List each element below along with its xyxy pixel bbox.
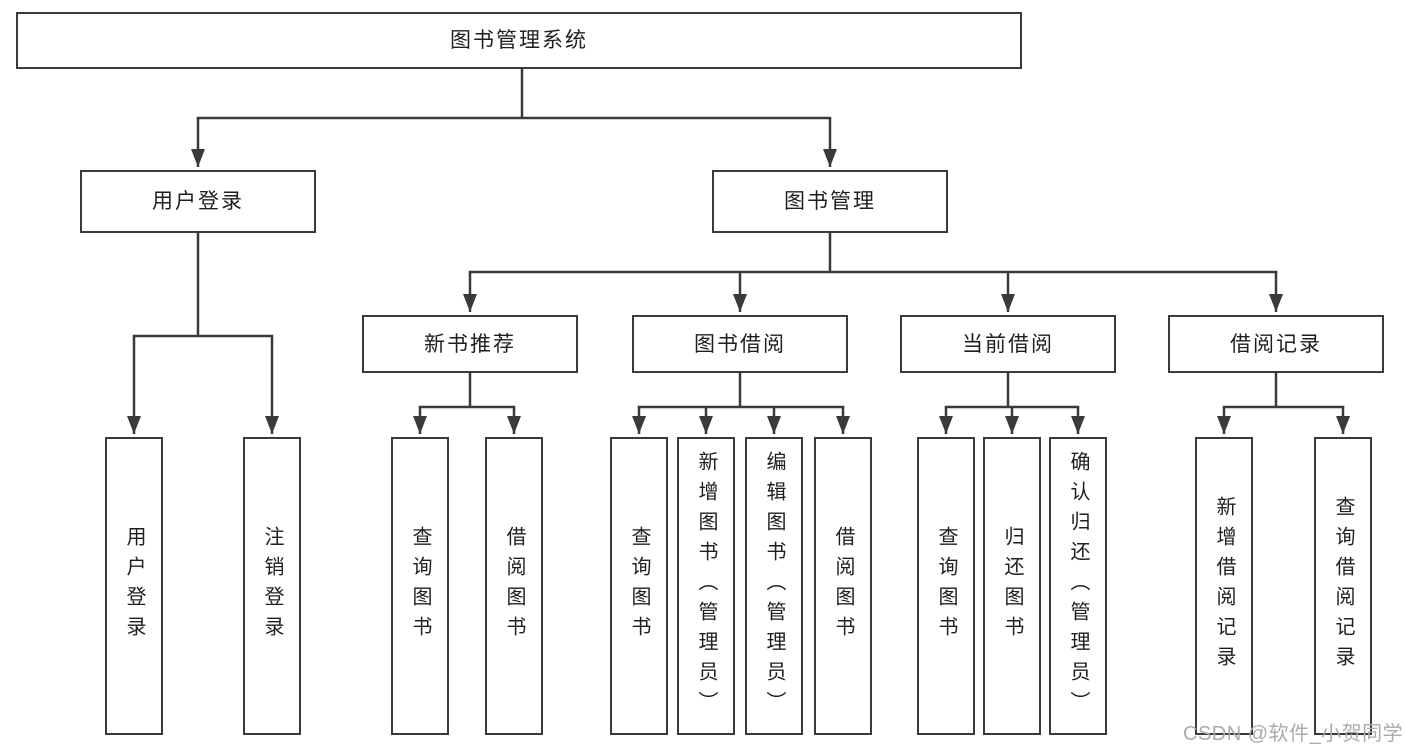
leaf-edit-books-admin: 编辑图书（管理员） xyxy=(745,437,803,735)
leaf-query-books-borrowing: 查询图书 xyxy=(610,437,668,735)
node-current-borrowing-label: 当前借阅 xyxy=(962,332,1054,356)
leaf-confirm-return-admin-label: 确认归还（管理员） xyxy=(1067,451,1089,721)
leaf-borrow-books: 借阅图书 xyxy=(814,437,872,735)
leaf-user-login-label: 用户登录 xyxy=(123,526,145,646)
leaf-borrow-books-label: 借阅图书 xyxy=(832,526,854,646)
leaf-return-books-label: 归还图书 xyxy=(1001,526,1023,646)
node-user-login: 用户登录 xyxy=(80,170,316,233)
node-root-system: 图书管理系统 xyxy=(16,12,1022,69)
leaf-edit-books-admin-label: 编辑图书（管理员） xyxy=(763,451,785,721)
leaf-borrow-books-recommend: 借阅图书 xyxy=(485,437,543,735)
node-book-borrowing-label: 图书借阅 xyxy=(694,332,786,356)
leaf-query-books-recommend: 查询图书 xyxy=(391,437,449,735)
leaf-add-borrow-record-label: 新增借阅记录 xyxy=(1213,496,1235,676)
node-new-book-recommend-label: 新书推荐 xyxy=(424,332,516,356)
leaf-query-books-current: 查询图书 xyxy=(917,437,975,735)
leaf-logout: 注销登录 xyxy=(243,437,301,735)
csdn-watermark: CSDN @软件_小贺同学 xyxy=(1183,723,1404,745)
node-new-book-recommend: 新书推荐 xyxy=(362,315,578,373)
node-root-label: 图书管理系统 xyxy=(450,29,588,52)
leaf-confirm-return-admin: 确认归还（管理员） xyxy=(1049,437,1107,735)
node-book-management: 图书管理 xyxy=(712,170,948,233)
leaf-query-borrow-record: 查询借阅记录 xyxy=(1314,437,1372,735)
leaf-query-books-recommend-label: 查询图书 xyxy=(409,526,431,646)
leaf-add-borrow-record: 新增借阅记录 xyxy=(1195,437,1253,735)
node-borrowing-records-label: 借阅记录 xyxy=(1230,332,1322,356)
node-book-borrowing: 图书借阅 xyxy=(632,315,848,373)
leaf-borrow-books-recommend-label: 借阅图书 xyxy=(503,526,525,646)
leaf-user-login: 用户登录 xyxy=(105,437,163,735)
node-book-management-label: 图书管理 xyxy=(784,190,876,213)
node-borrowing-records: 借阅记录 xyxy=(1168,315,1384,373)
leaf-query-books-borrowing-label: 查询图书 xyxy=(628,526,650,646)
leaf-add-books-admin-label: 新增图书（管理员） xyxy=(695,451,717,721)
leaf-add-books-admin: 新增图书（管理员） xyxy=(677,437,735,735)
node-current-borrowing: 当前借阅 xyxy=(900,315,1116,373)
leaf-return-books: 归还图书 xyxy=(983,437,1041,735)
leaf-query-borrow-record-label: 查询借阅记录 xyxy=(1332,496,1354,676)
leaf-query-books-current-label: 查询图书 xyxy=(935,526,957,646)
node-user-login-label: 用户登录 xyxy=(152,190,244,213)
leaf-logout-label: 注销登录 xyxy=(261,526,283,646)
